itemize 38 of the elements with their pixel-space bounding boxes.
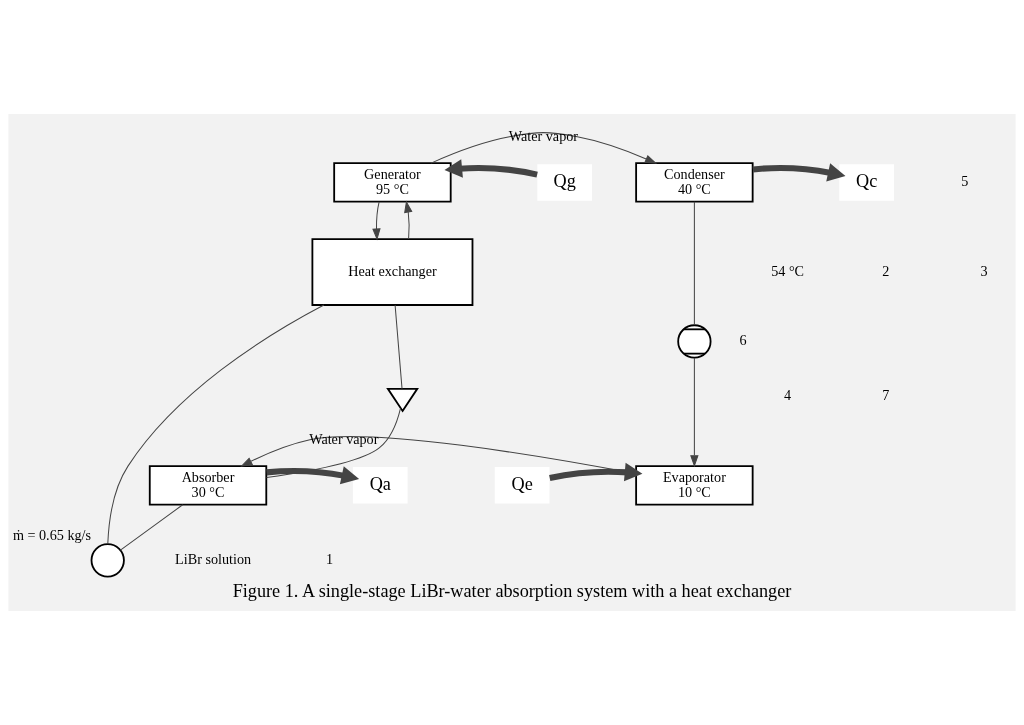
- arrow: [430, 132, 658, 164]
- label: 5: [961, 173, 969, 190]
- connector: [119, 504, 184, 551]
- label: LiBr solution: [175, 551, 252, 568]
- connector: [693, 201, 695, 326]
- label: 1: [326, 551, 334, 568]
- arrow: [372, 201, 381, 241]
- caption: Figure 1. A single-stage LiBr-water absorption system with a heat exchanger: [232, 581, 792, 602]
- arrow: [549, 462, 643, 482]
- node-box: Heat exchanger: [311, 238, 474, 306]
- node-circle: [90, 543, 125, 578]
- node-box: Qg: [537, 164, 593, 201]
- label: 3: [980, 262, 988, 279]
- node-box: Qe: [494, 467, 550, 504]
- arrow: [444, 159, 538, 178]
- arrow: [690, 357, 699, 468]
- node-box: Absorber 30 °C: [148, 465, 268, 506]
- connector: [266, 407, 401, 479]
- node-box: Qa: [352, 467, 408, 504]
- arrow: [266, 466, 360, 485]
- node-valve: [386, 387, 419, 413]
- connector: [107, 304, 325, 545]
- arrow: [404, 200, 413, 240]
- node-box: Generator 95 °C: [333, 162, 452, 203]
- node-box: Condenser 40 °C: [635, 162, 754, 203]
- edge-label: Water vapor: [309, 431, 379, 448]
- label: 7: [882, 386, 890, 403]
- arrow: [752, 163, 846, 182]
- node-label: ṁ = 0.65 kg/s: [12, 527, 92, 544]
- node-circle: [677, 324, 712, 359]
- label: 6: [739, 332, 747, 349]
- node-box: Evaporator 10 °C: [635, 465, 754, 506]
- label: 54 °C: [771, 262, 805, 279]
- label: 2: [882, 262, 890, 279]
- connector: [394, 304, 403, 390]
- label: 4: [784, 386, 792, 403]
- node-box: Qc: [839, 164, 894, 201]
- edge-label: Water vapor: [508, 128, 579, 145]
